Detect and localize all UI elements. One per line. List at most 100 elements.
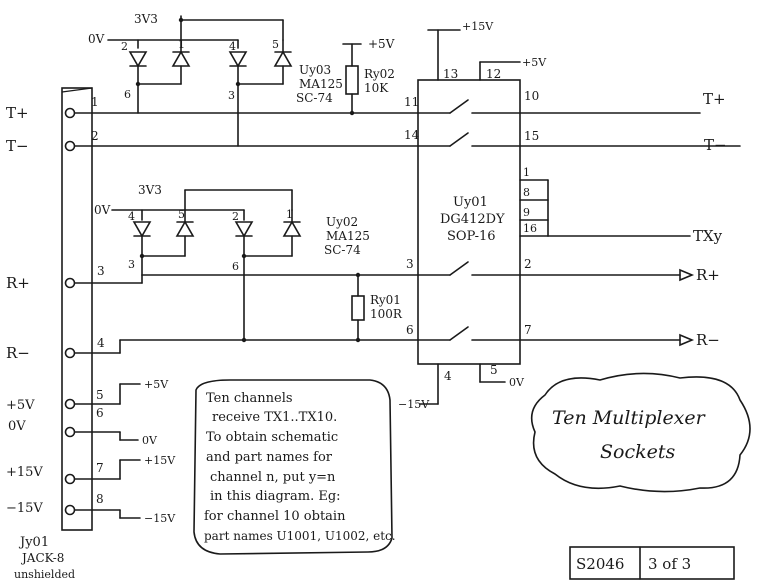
diode-array-uy03: 3V3 0V 2 1 4 5 6 3 Uy03 MA125 SC-74: [88, 12, 343, 147]
u01-pin-1: 1: [523, 166, 530, 179]
note-box: [193, 379, 393, 555]
pin-label-tp: T+: [6, 104, 29, 122]
note-line-5: channel n, put y=n: [210, 470, 336, 485]
u01-pin-15: 15: [524, 129, 539, 143]
pin-label-0v: 0V: [8, 419, 26, 434]
u01-pin-8: 8: [523, 186, 530, 199]
u01-pin-9: 9: [523, 206, 530, 219]
note-line-8: part names U1001, U1002, etc.: [204, 529, 396, 543]
r01-ref: Ry01: [370, 293, 401, 307]
u03-pkg: SC-74: [296, 91, 333, 105]
pin-circle-1: [64, 107, 76, 119]
u03-ref: Uy03: [299, 63, 331, 77]
u01-pin-4: 4: [444, 369, 452, 383]
pin-num-3: 3: [97, 264, 105, 278]
pin-label-m15: −15V: [6, 501, 43, 516]
r02-value: 10K: [364, 81, 389, 95]
pin-circle-3: [64, 277, 76, 289]
u01-pin-12: 12: [486, 67, 501, 81]
u02-part: MA125: [326, 229, 370, 243]
pin-num-4: 4: [97, 336, 105, 350]
pin-label-p15: +15V: [6, 465, 43, 480]
pin-num-2: 2: [91, 129, 99, 143]
u02-ref: Uy02: [326, 215, 358, 229]
pin-circle-5: [64, 398, 76, 410]
pin-label-tm: T−: [6, 137, 29, 155]
note-line-7: for channel 10 obtain: [204, 509, 346, 524]
pin-label-rm: R−: [6, 344, 30, 362]
pin-label-rp: R+: [6, 274, 30, 292]
u02-0v-label: 0V: [94, 203, 111, 217]
note-line-1: Ten channels: [206, 391, 293, 406]
title-line-2: Sockets: [600, 441, 675, 463]
diode-array-uy02: 3V3 0V 4 5 2 1 3 6 Uy02 MA125 SC-74: [94, 183, 370, 341]
pin-labels: T+ T− R+ R− +5V 0V +15V −15V: [6, 104, 43, 516]
tap-p15-label: +15V: [144, 454, 176, 467]
out-tm-label: T−: [704, 136, 727, 154]
mux-uy01: +15V +5V 13 12 11 10 14 15 1 8 9 16 Uy01…: [398, 20, 741, 411]
u01-pin-5: 5: [490, 363, 498, 377]
u02-pin-b: 5: [178, 208, 185, 221]
u03-part: MA125: [299, 77, 343, 91]
sheet-page: 3 of 3: [648, 555, 691, 573]
u01-pin-7: 7: [524, 323, 532, 337]
u02-pin-c: 2: [232, 210, 239, 223]
pin-circle-7: [64, 473, 76, 485]
pin-num-5: 5: [96, 388, 104, 402]
sheet-block: [569, 546, 735, 580]
u03-3v3-label: 3V3: [134, 12, 158, 26]
note-line-6: in this diagram. Eg:: [210, 489, 341, 504]
u03-pin-f: 3: [228, 89, 235, 102]
tap-m15-label: −15V: [144, 512, 176, 525]
u01-p5-label: +5V: [522, 56, 547, 69]
pin-circle-6: [64, 426, 76, 438]
u03-0v-label: 0V: [88, 32, 105, 46]
u01-pin-3: 3: [406, 257, 414, 271]
note-line-2: receive TX1..TX10.: [212, 410, 337, 425]
connector-ref: Jy01: [18, 535, 49, 550]
out-tx-label: TXy: [693, 227, 723, 245]
u03-pin-b: 1: [178, 38, 185, 51]
u02-pkg: SC-74: [324, 243, 361, 257]
resistor-ry02: +5V Ry02 10K: [342, 37, 395, 116]
title-line-1: Ten Multiplexer: [552, 407, 707, 429]
resistor-ry01: Ry01 100R: [351, 272, 403, 343]
tap-0v-label: 0V: [142, 434, 158, 447]
connector-jy01: [61, 87, 93, 531]
pin-label-p5: +5V: [6, 398, 35, 413]
note-line-4: and part names for: [206, 450, 333, 465]
u01-pin-6: 6: [406, 323, 414, 337]
u01-pkg: SOP-16: [447, 229, 496, 244]
u02-pin-e: 3: [128, 258, 135, 271]
pin-num-1: 1: [91, 95, 99, 109]
u02-pin-d: 1: [286, 208, 293, 221]
u01-pin-14: 14: [404, 128, 420, 142]
power-taps: +5V 0V +15V −15V: [74, 378, 176, 525]
out-rp-label: R+: [696, 266, 720, 284]
pin-numbers: 1 2 3 4 5 6 7 8: [91, 95, 105, 506]
u01-p15-label: +15V: [462, 20, 494, 33]
u01-part: DG412DY: [440, 212, 505, 227]
u02-3v3-label: 3V3: [138, 183, 162, 197]
note-text: Ten channels receive TX1..TX10. To obtai…: [204, 391, 396, 543]
pin-circle-8: [64, 504, 76, 516]
pin-num-8: 8: [96, 492, 104, 506]
u03-pin-a: 2: [121, 40, 128, 53]
tap-p5-label: +5V: [144, 378, 169, 391]
u02-pin-f: 6: [232, 260, 239, 273]
u02-pin-a: 4: [128, 210, 135, 223]
note-line-3: To obtain schematic: [206, 430, 338, 445]
u01-pin-2: 2: [524, 257, 532, 271]
pin-num-7: 7: [96, 461, 104, 475]
u01-ref: Uy01: [453, 195, 488, 210]
title-cloud: [530, 372, 751, 493]
connector-type: JACK-8: [20, 551, 64, 565]
u01-m15-label: −15V: [398, 398, 430, 411]
pin-num-6: 6: [96, 406, 104, 420]
pin-circle-2: [64, 140, 76, 152]
u03-pin-c: 4: [229, 40, 236, 53]
u01-pin-10: 10: [524, 89, 539, 103]
u01-0v-label: 0V: [509, 376, 525, 389]
r02-supply-label: +5V: [368, 37, 395, 51]
